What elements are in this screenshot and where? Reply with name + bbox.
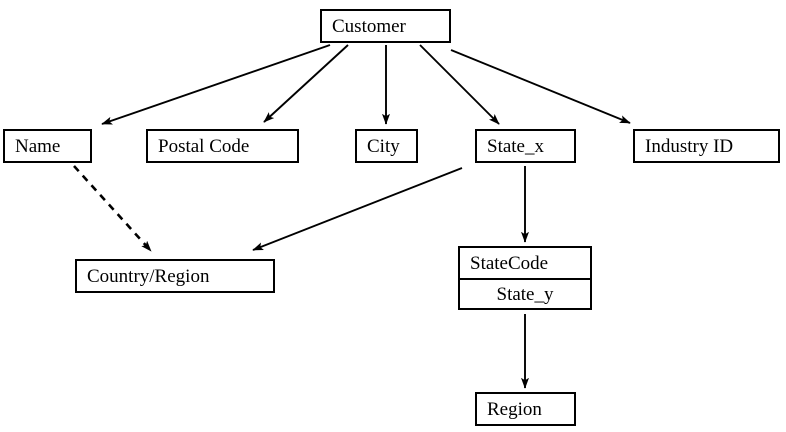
node-statecode-stack[interactable]: StateCode State_y bbox=[458, 246, 592, 310]
node-country-region-label: Country/Region bbox=[87, 265, 210, 287]
node-postal-code-label: Postal Code bbox=[158, 135, 250, 157]
node-region[interactable]: Region bbox=[475, 392, 576, 426]
edges-group bbox=[73, 44, 631, 389]
node-industry-id-label: Industry ID bbox=[645, 135, 734, 157]
node-city-label: City bbox=[367, 135, 400, 157]
node-statecode-label: StateCode bbox=[470, 252, 549, 274]
node-state-x[interactable]: State_x bbox=[475, 129, 576, 163]
edge-customer-to-name bbox=[101, 44, 331, 125]
node-state-x-label: State_x bbox=[487, 135, 544, 157]
node-name-label: Name bbox=[15, 135, 61, 157]
node-state-y-label: State_y bbox=[496, 283, 554, 305]
edge-customer-to-industry-id bbox=[450, 49, 631, 124]
edge-state-x-to-country-region bbox=[252, 167, 463, 251]
edge-customer-to-postal-code bbox=[263, 44, 349, 123]
node-statecode-row[interactable]: StateCode bbox=[460, 248, 590, 278]
node-state-y-row[interactable]: State_y bbox=[460, 278, 590, 308]
edge-name-to-country-region bbox=[73, 165, 152, 252]
node-industry-id[interactable]: Industry ID bbox=[633, 129, 780, 163]
node-region-label: Region bbox=[487, 398, 542, 420]
node-postal-code[interactable]: Postal Code bbox=[146, 129, 299, 163]
node-customer-label: Customer bbox=[332, 15, 406, 37]
node-customer[interactable]: Customer bbox=[320, 9, 451, 43]
edge-customer-to-state-x bbox=[419, 44, 500, 125]
node-country-region[interactable]: Country/Region bbox=[75, 259, 275, 293]
node-city[interactable]: City bbox=[355, 129, 418, 163]
node-name[interactable]: Name bbox=[3, 129, 92, 163]
